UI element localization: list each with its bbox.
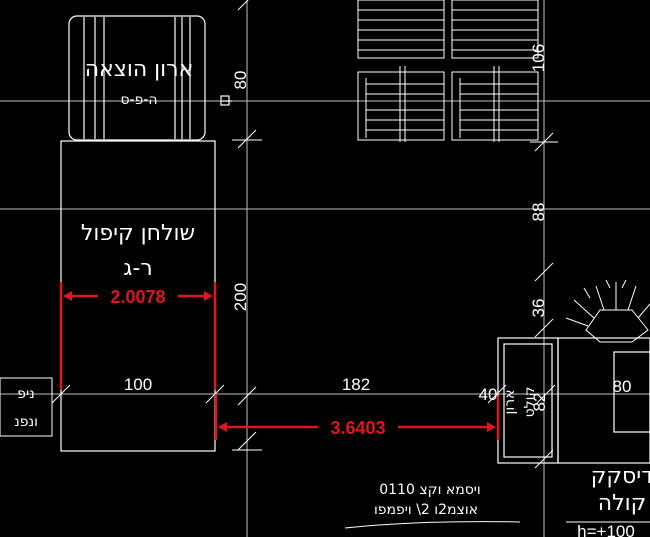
right-cabinet-label-1: ארון [502, 390, 518, 415]
dimension-40: 40 [479, 385, 498, 404]
measurement-1-value: 2.0078 [110, 287, 165, 307]
dimension-36: 36 [529, 299, 548, 318]
elevation-label: h=+100 [577, 522, 635, 537]
top-cabinet[interactable] [68, 15, 232, 141]
right-cabinet-label-2: קולט [522, 387, 538, 418]
dimension-ticks-right [530, 132, 558, 469]
left-tag [0, 377, 53, 437]
table-label-2: ר-ג [123, 256, 152, 281]
dimension-182: 182 [342, 375, 370, 394]
dimension-82: 82 [530, 393, 549, 412]
table-label-1: שולחן קיפול [81, 221, 195, 246]
right-text-1: דיסקק [591, 464, 650, 489]
cabinet-label-1: ארון הוצאה [85, 57, 194, 82]
left-tag-label-2: ונפנ [14, 414, 38, 430]
dimension-106: 106 [529, 44, 548, 72]
bottom-leader-line [344, 521, 521, 529]
measurement-1[interactable] [59, 282, 217, 390]
shelving-units[interactable] [357, 0, 539, 142]
measurement-2[interactable] [214, 394, 500, 440]
dimension-200: 200 [231, 283, 250, 311]
dimension-ticks-left [232, 0, 262, 451]
dimension-80-top: 80 [231, 71, 250, 90]
left-tag-label-1: ניפ [17, 386, 34, 402]
right-text-2: קולה [598, 491, 646, 516]
cabinet-label-2: ה-פ-ס [120, 92, 157, 108]
bottom-note-1: ויסמא וקצ 0110 [379, 482, 481, 498]
bottom-note-2: אוצמ2ו 2\ ויפמפו [374, 502, 478, 518]
sunburst-symbol [565, 279, 650, 343]
measurement-2-value: 3.6403 [330, 418, 385, 438]
right-cabinet[interactable] [497, 337, 650, 464]
dimension-88: 88 [529, 203, 548, 222]
dimension-100: 100 [124, 375, 152, 394]
dimension-80-right: 80 [613, 377, 632, 396]
